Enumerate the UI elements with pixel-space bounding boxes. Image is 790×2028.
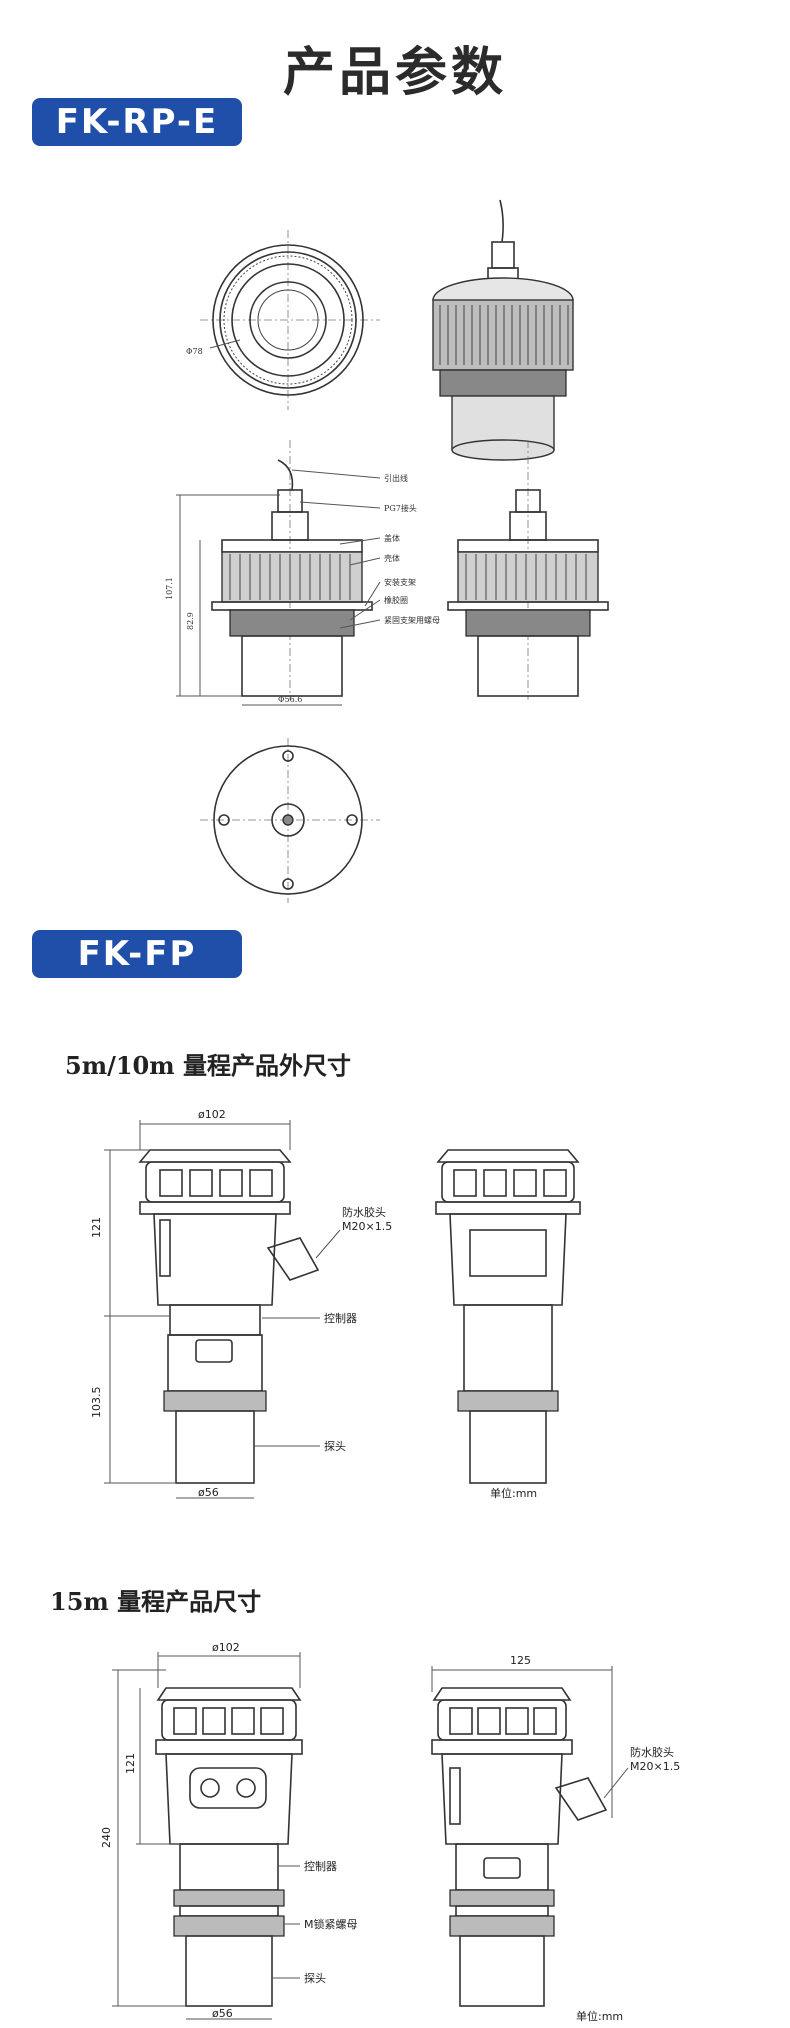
section-badge-rp: FK-RP-E bbox=[32, 98, 242, 146]
rp-diameter-top: Φ78 bbox=[186, 347, 203, 356]
rp-callout-pg7: PG7接头 bbox=[384, 503, 417, 513]
rp-3d-view-drawing bbox=[432, 199, 574, 461]
fp-small-height-bottom: 103.5 bbox=[90, 1387, 103, 1419]
fp-large-nut-label: M锁紧螺母 bbox=[304, 1917, 358, 1931]
fp-small-diameter-bottom: ø56 bbox=[198, 1486, 219, 1499]
rp-callout-nut: 紧固支架用螺母 bbox=[384, 615, 440, 625]
fp-large-gland-label: 防水胶头 bbox=[630, 1745, 674, 1759]
rp-bottom-view-drawing bbox=[200, 738, 380, 903]
rp-height-body: 82.9 bbox=[186, 612, 195, 630]
rp-callout-bracket: 安装支架 bbox=[384, 577, 416, 587]
fp-large-height-total: 240 bbox=[100, 1827, 113, 1848]
fp-large-controller-label: 控制器 bbox=[304, 1859, 337, 1873]
rp-height-total: 107.1 bbox=[165, 577, 174, 600]
page-title: 产品参数 bbox=[282, 43, 507, 103]
fp-small-heading: 5m/10m 量程产品外尺寸 bbox=[65, 1051, 352, 1080]
fp-small-controller-label: 控制器 bbox=[324, 1311, 357, 1325]
rp-callout-housing: 壳体 bbox=[384, 553, 400, 563]
fp-large-diameter-top: ø102 bbox=[212, 1641, 240, 1654]
fp-large-probe-label: 探头 bbox=[304, 1972, 326, 1985]
rp-top-view-drawing: Φ78 bbox=[186, 230, 380, 410]
fp-large-heading: 15m 量程产品尺寸 bbox=[50, 1587, 262, 1616]
rp-callout-rubber-ring: 橡胶圈 bbox=[384, 595, 408, 605]
fp-small-gland-label: 防水胶头 bbox=[342, 1205, 386, 1219]
fp-large-diameter-bottom: ø56 bbox=[212, 2007, 233, 2020]
fp-small-height-top: 121 bbox=[90, 1217, 103, 1238]
fp-large-unit: 单位:mm bbox=[576, 2009, 623, 2023]
fp-large-height-top: 121 bbox=[124, 1753, 137, 1774]
fp-small-gland-thread: M20×1.5 bbox=[342, 1220, 392, 1233]
fp-small-front-drawing: ø102 121 103.5 ø56 防水胶头 M20×1.5 控制器 探头 bbox=[90, 1108, 392, 1499]
fp-large-side-drawing: 125 防水胶头 M20×1.5 单位:mm bbox=[431, 1654, 680, 2023]
rp-callout-cover: 盖体 bbox=[384, 533, 400, 543]
fp-small-unit: 单位:mm bbox=[490, 1486, 537, 1500]
fp-small-side-drawing: 单位:mm bbox=[435, 1149, 581, 1500]
fp-large-width-side: 125 bbox=[510, 1654, 531, 1667]
fp-small-probe-label: 探头 bbox=[324, 1440, 346, 1453]
rp-side-view-drawing: 107.1 82.9 Φ56.6 引出线 PG7接头 盖体 壳体 安装支架 橡胶… bbox=[165, 440, 440, 706]
fp-small-diameter-top: ø102 bbox=[198, 1108, 226, 1121]
fp-large-front-drawing: ø102 240 121 ø56 控制器 M锁紧螺母 探头 bbox=[100, 1641, 358, 2020]
section-badge-fp: FK-FP bbox=[32, 930, 242, 978]
rp-callout-cable: 引出线 bbox=[384, 473, 408, 483]
fp-large-gland-thread: M20×1.5 bbox=[630, 1760, 680, 1773]
rp-front-view-drawing bbox=[447, 440, 609, 700]
rp-diameter-bottom: Φ56.6 bbox=[278, 695, 302, 704]
